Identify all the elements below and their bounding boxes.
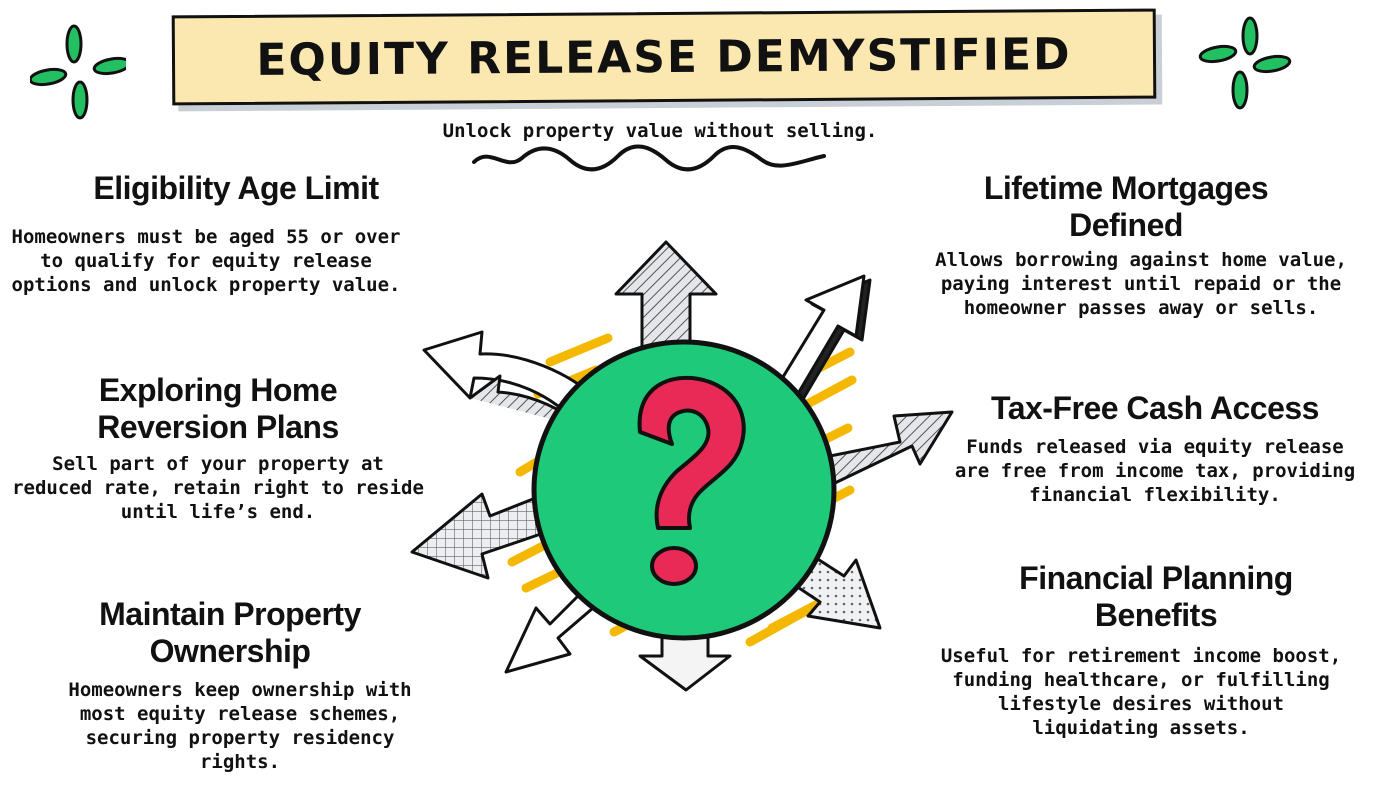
section-heading: Maintain Property Ownership: [99, 596, 361, 669]
section-text: Sell part of your property at reduced ra…: [12, 453, 424, 523]
section-heading: Tax-Free Cash Access: [991, 390, 1319, 426]
question-mark-icon: [410, 240, 954, 692]
section-text: Homeowners must be aged 55 or over to qu…: [11, 226, 401, 296]
page-title: EQUITY RELEASE DEMYSTIFIED: [256, 28, 1072, 86]
section-text: Useful for retirement income boost, fund…: [940, 645, 1342, 739]
section-reversion: Exploring Home Reversion Plans Sell part…: [8, 372, 428, 524]
section-ownership: Maintain Property Ownership Homeowners k…: [40, 596, 440, 774]
section-planning: Financial Planning Benefits Useful for r…: [936, 560, 1346, 740]
section-eligibility: Eligibility Age Limit Homeowners must be…: [10, 170, 402, 297]
section-heading: Financial Planning Benefits: [1019, 560, 1293, 633]
section-lifetime: Lifetime Mortgages Defined Allows borrow…: [926, 170, 1356, 320]
section-heading: Lifetime Mortgages Defined: [983, 170, 1269, 243]
section-text: Allows borrowing against home value, pay…: [935, 249, 1347, 319]
sparkle-right-icon: [1198, 16, 1292, 110]
section-heading: Exploring Home Reversion Plans: [97, 372, 339, 445]
section-heading: Eligibility Age Limit: [93, 170, 379, 206]
squiggle-underline: [472, 144, 826, 172]
section-taxfree: Tax-Free Cash Access Funds released via …: [950, 390, 1360, 507]
title-banner: EQUITY RELEASE DEMYSTIFIED: [171, 8, 1157, 106]
section-text: Funds released via equity release are fr…: [954, 436, 1356, 506]
sparkle-left-icon: [30, 24, 126, 120]
section-text: Homeowners keep ownership with most equi…: [68, 679, 412, 773]
subtitle: Unlock property value without selling.: [442, 120, 878, 142]
